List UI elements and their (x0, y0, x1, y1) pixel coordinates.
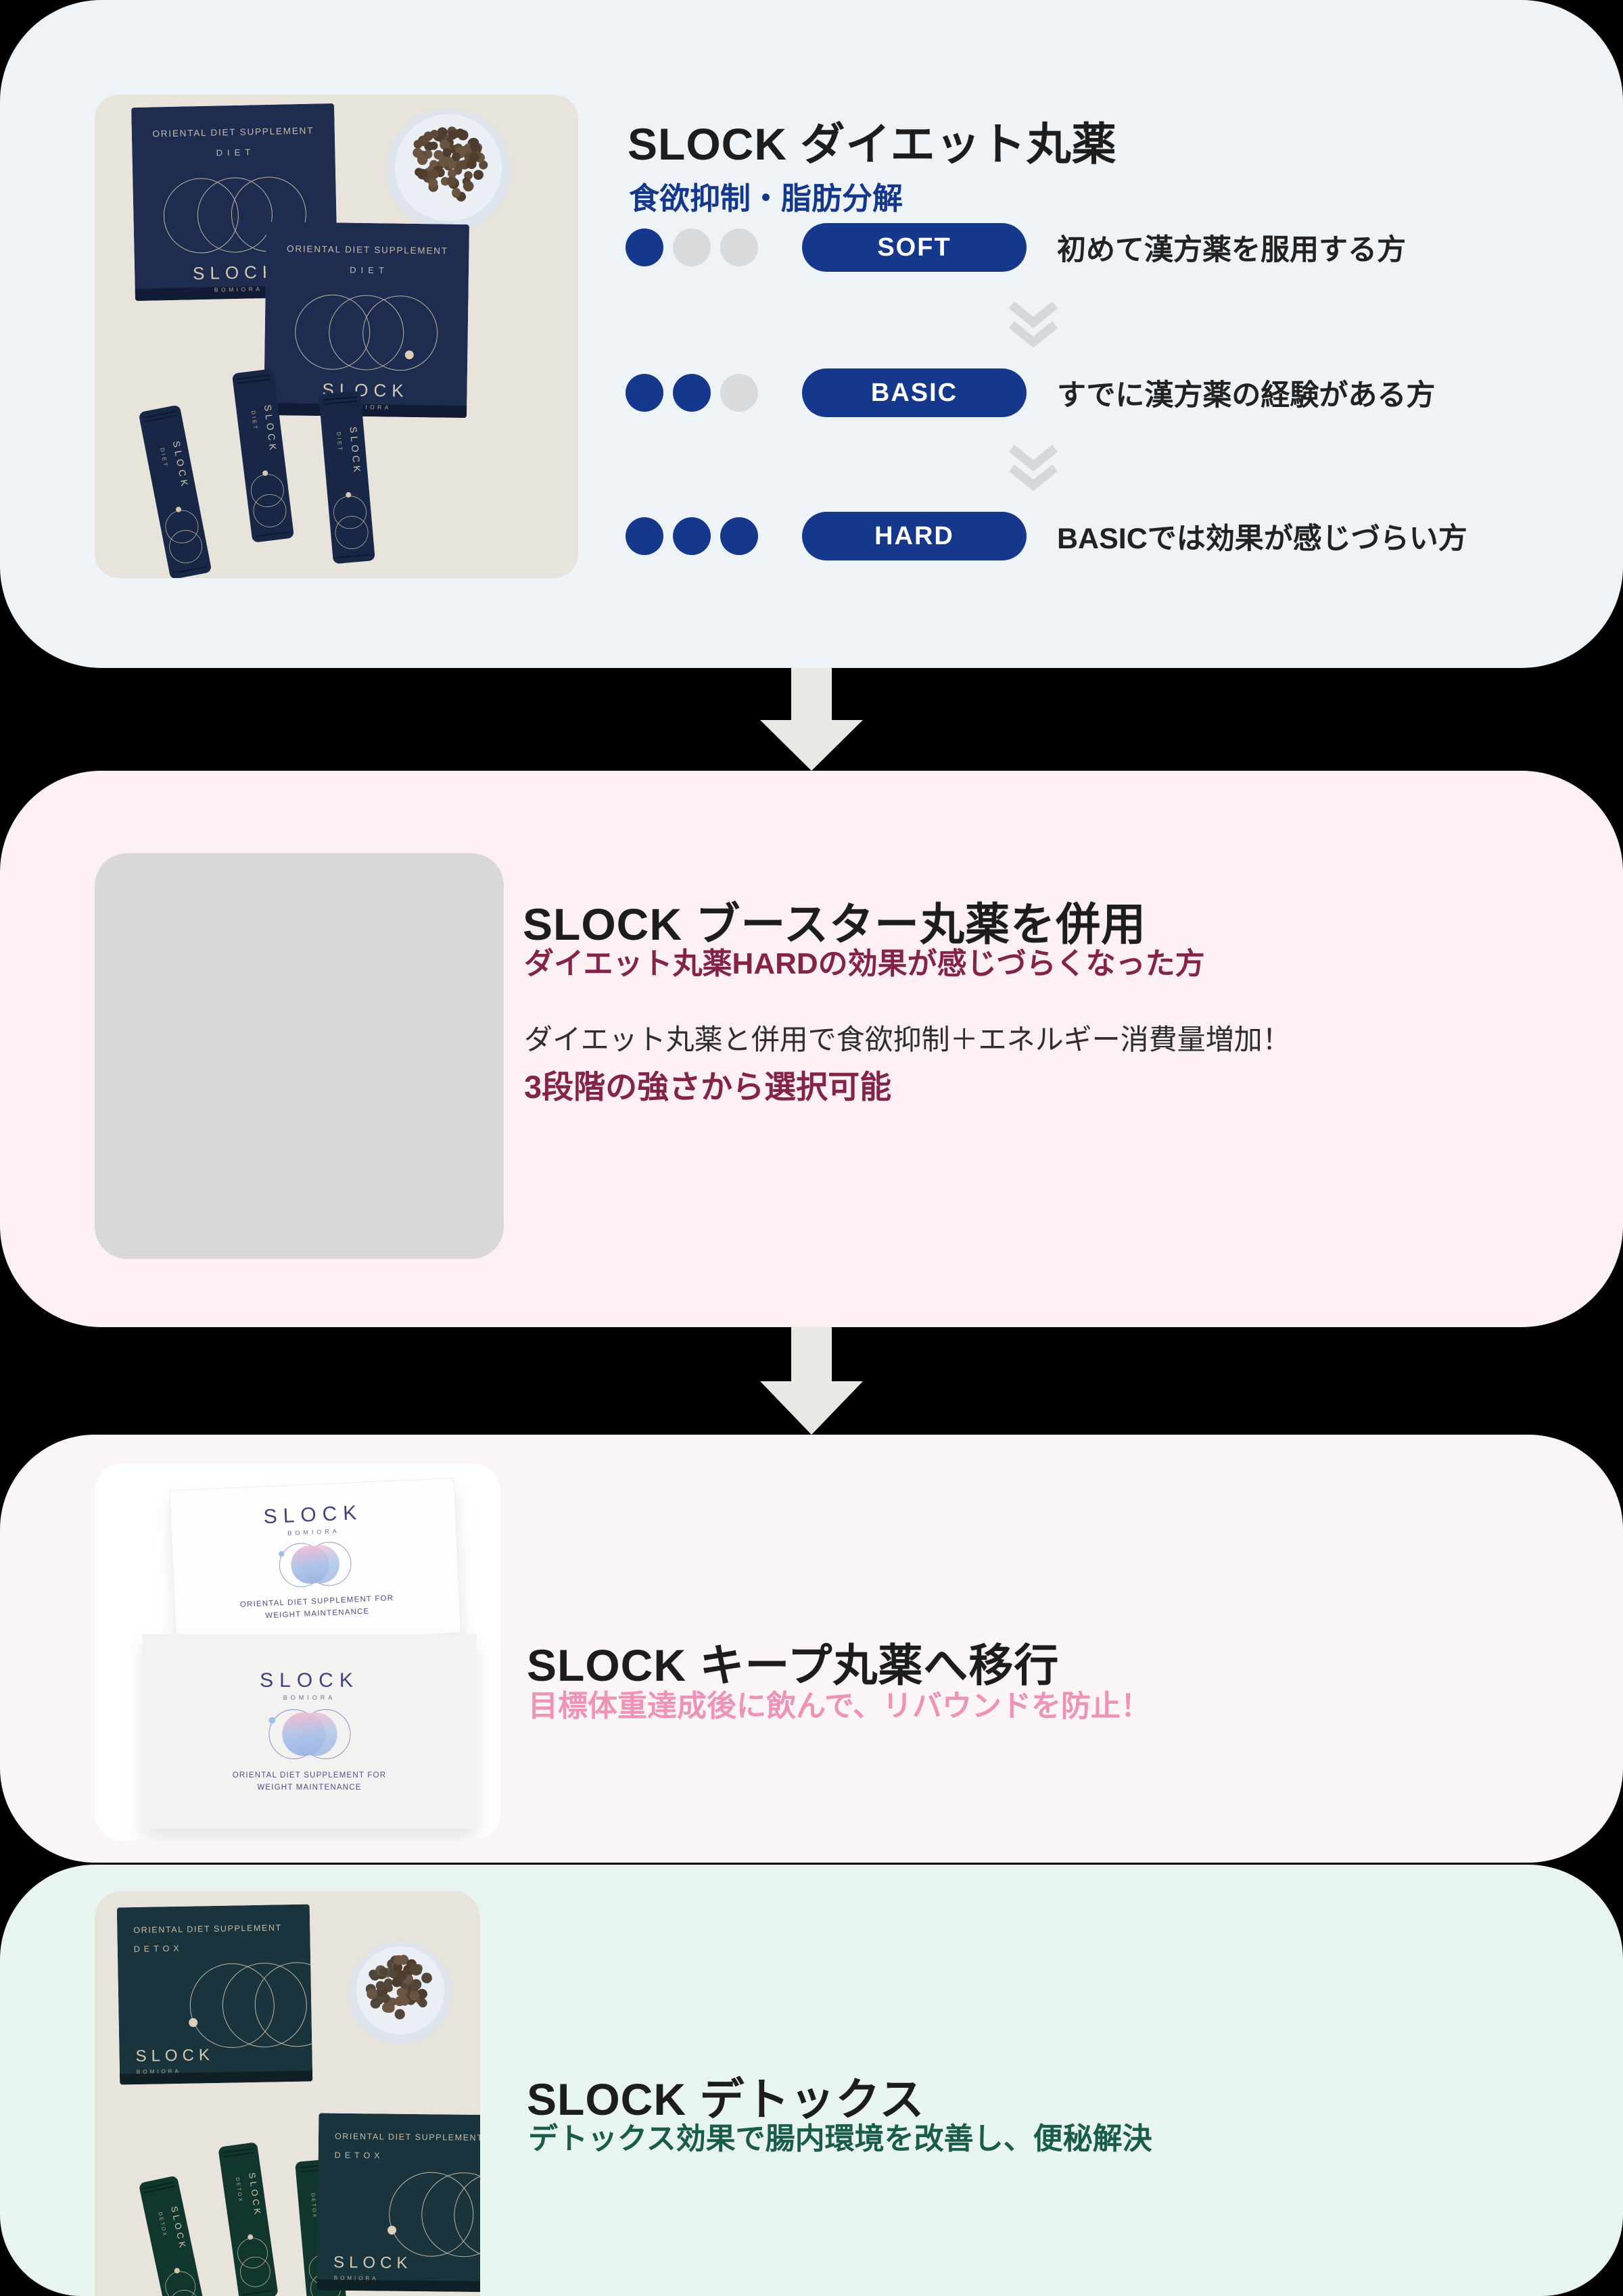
diet-title: SLOCK ダイエット丸薬 (628, 119, 1117, 170)
diet-subtitle: 食欲抑制・脂肪分解 (629, 181, 903, 216)
diet-product-photo: ORIENTAL DIET SUPPLEMENT DIET SLOCK BOMI… (95, 95, 578, 578)
detox-box-top-left (117, 1904, 341, 2085)
keep-product-photo: SLOCK BOMIORA ORIENTAL DIET SUPPLEMENT F… (95, 1464, 500, 1840)
soft-level-badge: SOFT (802, 223, 1027, 272)
section-detox-card: ORIENTAL DIET SUPPLEMENT DETOX SLOCK BOM… (0, 1865, 1623, 2296)
detox-product-photo: ORIENTAL DIET SUPPLEMENT DETOX SLOCK BOM… (95, 1891, 480, 2296)
basic-level-badge: BASIC (802, 368, 1027, 417)
hard-level-description: BASICでは効果が感じづらい方 (1057, 523, 1467, 555)
hard-level-label: HARD (874, 521, 954, 550)
chevron-down-icon (1006, 444, 1060, 497)
keep-gradient-logo (279, 1541, 352, 1587)
level-dots-basic (626, 374, 758, 412)
level-dots-soft (626, 229, 758, 266)
level-dot (720, 229, 758, 266)
level-row-soft: SOFT 初めて漢方薬を服用する方 (626, 223, 1406, 272)
level-dot (673, 517, 711, 555)
section-booster-card: SLOCK ブースター丸薬を併用 ダイエット丸薬HARDの効果が感じづらくなった… (0, 771, 1623, 1327)
keep-box-caption: ORIENTAL DIET SUPPLEMENT FOR WEIGHT MAIN… (239, 1594, 394, 1620)
keep-box-brand-text: SLOCK (260, 1669, 359, 1692)
detox-subtitle: デトックス効果で腸内環境を改善し、便秘解決 (528, 2122, 1152, 2155)
level-row-basic: BASIC すでに漢方薬の経験がある方 (626, 368, 1435, 417)
booster-highlight-text: 3段階の強さから選択可能 (524, 1069, 892, 1105)
detox-box-bottom-right (317, 2113, 480, 2293)
pill-cluster (413, 126, 488, 201)
keep-box-top: SLOCK BOMIORA ORIENTAL DIET SUPPLEMENT F… (169, 1477, 461, 1646)
keep-title: SLOCK キープ丸薬へ移行 (527, 1640, 1060, 1691)
pill-cluster (365, 1955, 432, 2019)
level-dot (720, 517, 758, 555)
detox-title: SLOCK デトックス (527, 2074, 925, 2125)
hard-level-badge: HARD (802, 512, 1027, 560)
level-dots-hard (626, 517, 758, 555)
level-dot (673, 229, 711, 266)
flow-arrow-down-icon (757, 1327, 866, 1438)
keep-box-maker-text: BOMIORA (283, 1694, 336, 1702)
chevron-down-icon (1006, 301, 1060, 354)
diet-product-photo-art: ORIENTAL DIET SUPPLEMENT DIET SLOCK BOMI… (95, 95, 578, 578)
booster-body-text: ダイエット丸薬と併用で食欲抑制＋エネルギー消費量増加！ (524, 1024, 1291, 1055)
flow-arrow-down-icon (757, 668, 866, 774)
booster-image-placeholder (95, 853, 504, 1259)
level-dot (720, 374, 758, 412)
basic-level-description: すでに漢方薬の経験がある方 (1057, 379, 1436, 412)
detox-product-photo-art: ORIENTAL DIET SUPPLEMENT DETOX SLOCK BOM… (95, 1891, 480, 2296)
section-keep-card: SLOCK BOMIORA ORIENTAL DIET SUPPLEMENT F… (0, 1435, 1623, 1863)
keep-box-brand-text: SLOCK (262, 1502, 363, 1529)
section-diet-card: ORIENTAL DIET SUPPLEMENT DIET SLOCK BOMI… (0, 0, 1623, 668)
booster-title: SLOCK ブースター丸薬を併用 (523, 899, 1147, 950)
level-dot (626, 517, 663, 555)
keep-box-caption: ORIENTAL DIET SUPPLEMENT FOR WEIGHT MAIN… (232, 1771, 387, 1792)
keep-gradient-logo (268, 1709, 351, 1760)
booster-subtitle: ダイエット丸薬HARDの効果が感じづらくなった方 (524, 947, 1205, 980)
keep-box-bottom: SLOCK BOMIORA ORIENTAL DIET SUPPLEMENT F… (142, 1634, 477, 1829)
level-dot (673, 374, 711, 412)
soft-level-label: SOFT (877, 233, 951, 262)
level-dot (626, 229, 663, 266)
soft-level-description: 初めて漢方薬を服用する方 (1057, 234, 1406, 266)
level-dot (626, 374, 663, 412)
basic-level-label: BASIC (870, 378, 958, 407)
level-row-hard: HARD BASICでは効果が感じづらい方 (626, 512, 1467, 560)
keep-subtitle: 目標体重達成後に飲んで、リバウンドを防止！ (528, 1689, 1151, 1723)
diet-box-center-right (264, 222, 469, 418)
